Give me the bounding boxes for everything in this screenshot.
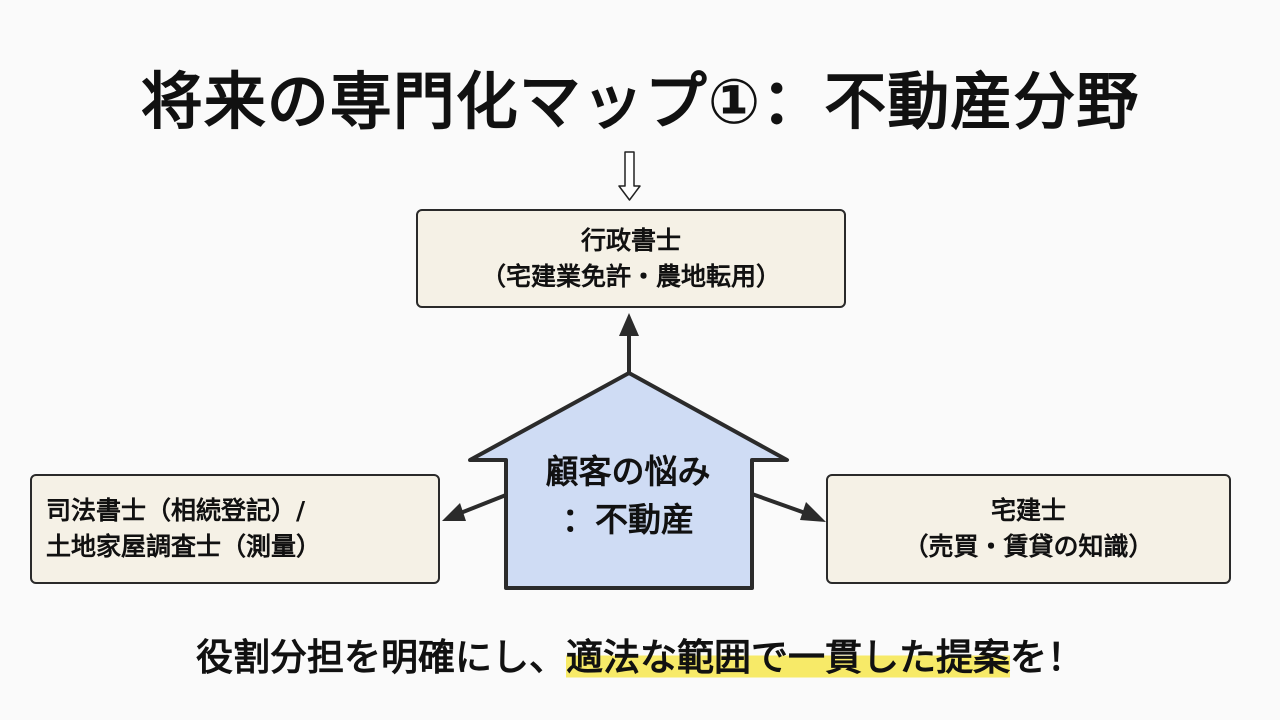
house-label-line1: 顧客の悩み <box>545 452 711 491</box>
box-gyosei-shoshi: 行政書士 （宅建業免許・農地転用） <box>416 209 846 308</box>
box-right-detail: （売買・賃貸の知識） <box>903 532 1154 561</box>
arrow-left-connector <box>442 493 507 521</box>
footer-prefix: 役割分担を明確にし、 <box>196 636 566 679</box>
arrow-up-connector <box>619 313 639 373</box>
house-label-line2: ：不動産 <box>562 500 694 539</box>
hollow-down-arrow-icon <box>618 151 641 201</box>
house-shape <box>468 371 789 590</box>
box-takkenshi: 宅建士 （売買・賃貸の知識） <box>826 474 1231 584</box>
box-left-line1: 司法書士（相続登記）/ <box>46 496 306 525</box>
page-title: 将来の専門化マップ①：不動産分野 <box>140 65 1140 138</box>
footer-suffix: を！ <box>1010 636 1084 679</box>
box-right-title: 宅建士 <box>990 496 1066 525</box>
box-top-title: 行政書士 <box>580 225 681 255</box>
footer-highlight: 適法な範囲で一貫した提案 <box>566 636 1010 679</box>
arrow-right-connector <box>751 492 826 522</box>
box-top-detail: （宅建業免許・農地転用） <box>480 261 781 291</box>
box-left-line2: 土地家屋調査士（測量） <box>46 532 322 561</box>
footer-message: 役割分担を明確にし、適法な範囲で一貫した提案を！ <box>0 630 1280 686</box>
house-label: 顧客の悩み ：不動産 <box>506 448 750 544</box>
box-shiho-shoshi: 司法書士（相続登記）/ 土地家屋調査士（測量） <box>30 474 440 584</box>
